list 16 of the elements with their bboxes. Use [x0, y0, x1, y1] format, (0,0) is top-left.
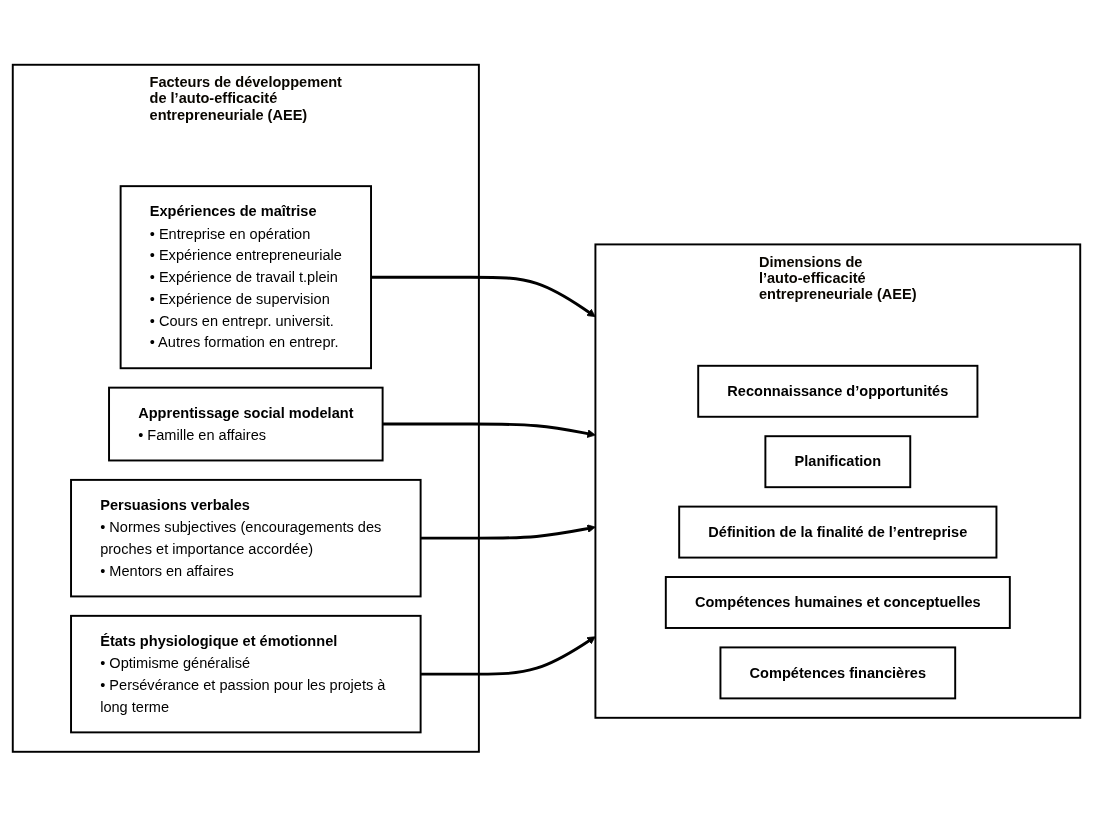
node-box: [678, 505, 998, 559]
arrow: [420, 636, 596, 676]
node-box: [719, 646, 957, 700]
cluster: [11, 63, 480, 753]
diagram: Facteurs de développement de l’auto-efficacité entrepreneuriale (AEE) Dimensions de l’auto-efficacité entrepreneuriale (AEE) Reconnaissance d’opportunités Planification Définition de la finalité de l’entreprise Compétences humaines et conceptuelles Compétences financières Expériences de maîtrise • Entreprise en opération • Expérience entrepreneuriale • Expérience de travail t.plein • Expérience de supervision • Cours en entrepr. universit. • Autres formation en entrepr. Apprentissage social modelant • Famille en affaires Persuasions verbales • Normes subjectives (encouragements des proches et importance accordée) • Mentors en affaires États physiologique et émotionnel • Optimisme généralisé • Persévérance et passion pour les projets à long terme: [5, 56, 1088, 760]
node-box: [119, 184, 372, 369]
node-box: [664, 575, 1011, 629]
arrow: [420, 524, 596, 540]
node-box: [70, 614, 422, 734]
arrow: [382, 422, 596, 438]
node-box: [70, 478, 422, 598]
cluster: [594, 243, 1082, 719]
node-box: [697, 364, 979, 418]
arrow: [371, 275, 596, 317]
node-box: [764, 434, 912, 488]
node-box: [108, 386, 384, 462]
